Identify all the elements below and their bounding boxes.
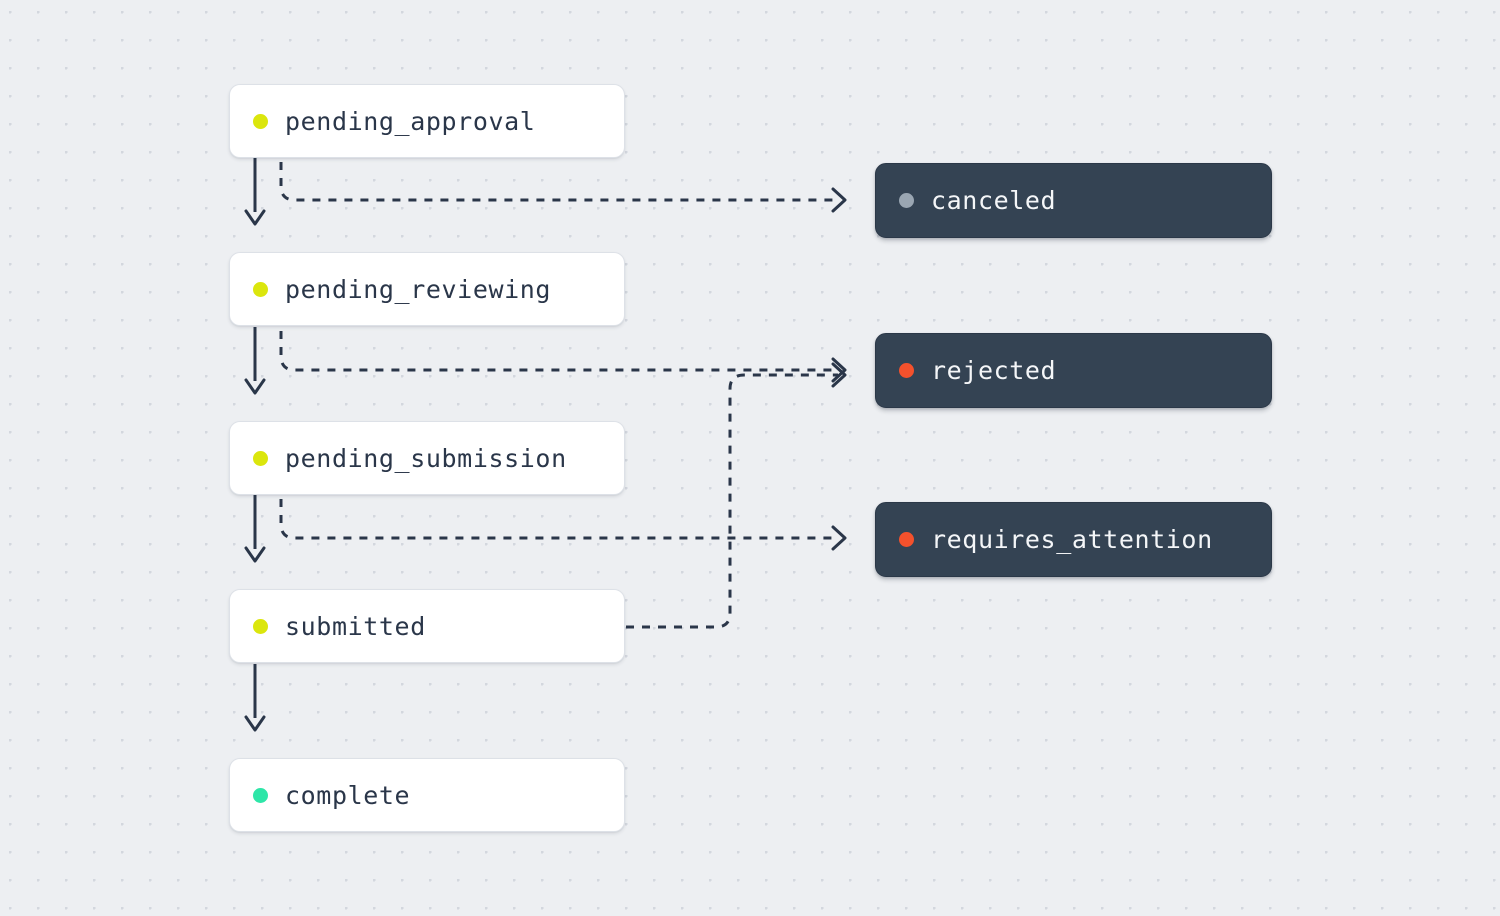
arrowhead-rejected-b <box>831 362 847 388</box>
node-label: pending_reviewing <box>285 274 552 304</box>
arrowhead-requires-attention <box>831 525 847 551</box>
node-label: canceled <box>931 186 1057 215</box>
node-label: pending_submission <box>285 443 567 473</box>
node-label: submitted <box>285 611 426 641</box>
status-dot-icon <box>253 450 268 466</box>
node-complete[interactable]: complete <box>229 758 625 832</box>
status-dot-icon <box>253 618 268 634</box>
status-dot-icon <box>253 787 268 803</box>
node-pending-submission[interactable]: pending_submission <box>229 421 625 495</box>
arrowhead-down-2 <box>244 378 266 395</box>
node-rejected[interactable]: rejected <box>875 333 1272 408</box>
status-dot-icon <box>899 532 914 547</box>
status-dot-icon <box>253 281 268 297</box>
status-dot-icon <box>253 113 268 129</box>
node-label: rejected <box>931 356 1057 385</box>
status-dot-icon <box>899 363 914 378</box>
node-label: requires_attention <box>931 525 1213 554</box>
node-label: complete <box>285 780 411 810</box>
node-pending-reviewing[interactable]: pending_reviewing <box>229 252 625 326</box>
node-submitted[interactable]: submitted <box>229 589 625 663</box>
arrowhead-down-4 <box>244 715 266 732</box>
node-canceled[interactable]: canceled <box>875 163 1272 238</box>
node-pending-approval[interactable]: pending_approval <box>229 84 625 158</box>
edge-pending-approval-to-canceled <box>279 162 838 202</box>
node-label: pending_approval <box>285 106 536 136</box>
edge-pending-reviewing-to-rejected <box>279 331 838 372</box>
edge-pending-submission-to-requires-attention <box>279 499 838 540</box>
edge-submitted-to-rejected <box>626 373 838 629</box>
arrowhead-down-3 <box>244 546 266 563</box>
arrowhead-down-1 <box>244 209 266 226</box>
status-dot-icon <box>899 193 914 208</box>
node-requires-attention[interactable]: requires_attention <box>875 502 1272 577</box>
arrowhead-rejected-a <box>831 357 847 383</box>
arrowhead-canceled <box>831 187 847 213</box>
